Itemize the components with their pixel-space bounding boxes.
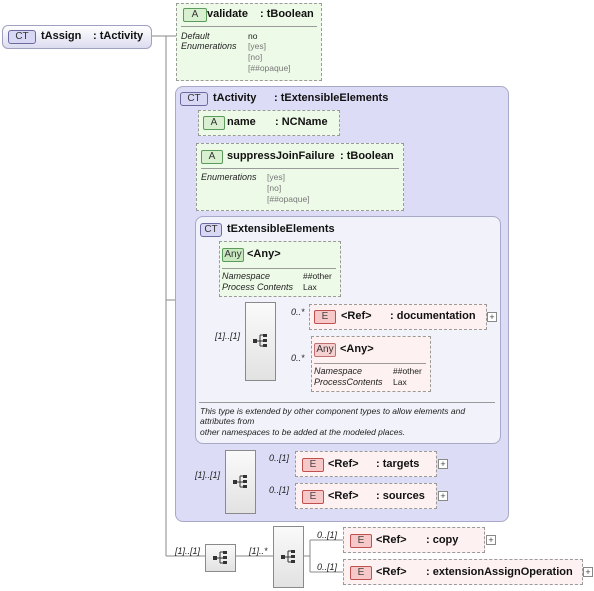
element-multiplicity: 0..[1] xyxy=(269,453,290,463)
element-name: : sources xyxy=(376,490,425,502)
note-line: This type is extended by other component… xyxy=(200,406,466,426)
enum-value: [no] xyxy=(267,183,282,193)
any-badge: Any xyxy=(314,343,336,357)
enumerations-label: Enumerations xyxy=(201,172,257,182)
any-name: <Any> xyxy=(247,248,281,260)
textensible-name: tExtensibleElements xyxy=(227,223,335,235)
note-separator xyxy=(199,402,495,403)
type-documentation-note: This type is extended by other component… xyxy=(200,406,494,437)
namespace-label: Namespace xyxy=(222,271,271,281)
sequence-compositor[interactable] xyxy=(225,450,256,514)
element-multiplicity: 0..[1] xyxy=(317,562,338,572)
element-multiplicity: 0..* xyxy=(291,307,305,317)
root-type: : tActivity xyxy=(93,30,144,42)
sequence-icon xyxy=(213,551,227,564)
tactivity-name: tActivity xyxy=(213,92,257,104)
separator xyxy=(222,268,336,269)
choice-compositor[interactable] xyxy=(273,526,304,588)
element-badge: E xyxy=(350,566,372,580)
ct-badge: CT xyxy=(200,223,222,237)
attribute-badge: A xyxy=(201,150,223,164)
element-ref: <Ref> xyxy=(341,310,372,322)
any-attribute-wildcard[interactable]: Any <Any> Namespace ##other Process Cont… xyxy=(219,241,341,297)
process-contents-value: Lax xyxy=(393,377,407,387)
suppress-join-failure-attribute[interactable]: A suppressJoinFailure : tBoolean Enumera… xyxy=(196,143,404,211)
choice-icon xyxy=(281,550,295,563)
namespace-value: ##other xyxy=(303,271,332,281)
attribute-type: : tBoolean xyxy=(260,8,314,20)
targets-element[interactable]: E <Ref> : targets xyxy=(295,451,437,477)
sequence-icon xyxy=(253,334,267,347)
sequence-compositor[interactable] xyxy=(205,544,236,572)
any-name: <Any> xyxy=(340,343,374,355)
attribute-badge: A xyxy=(203,116,225,130)
namespace-value: ##other xyxy=(393,366,422,376)
element-ref: <Ref> xyxy=(376,534,407,546)
enum-value: [##opaque] xyxy=(267,194,310,204)
choice-multiplicity: [1]..* xyxy=(249,546,268,556)
documentation-element[interactable]: E <Ref> : documentation xyxy=(309,304,487,330)
enum-value: [##opaque] xyxy=(248,63,291,73)
element-badge: E xyxy=(302,458,324,472)
element-ref: <Ref> xyxy=(328,490,359,502)
process-contents-value: Lax xyxy=(303,282,317,292)
attribute-type: : tBoolean xyxy=(340,150,394,162)
tactivity-type: : tExtensibleElements xyxy=(274,92,389,104)
enumerations-label: Enumerations xyxy=(181,41,237,51)
element-name: : documentation xyxy=(390,310,476,322)
element-badge: E xyxy=(350,534,372,548)
root-node[interactable]: CT tAssign : tActivity xyxy=(2,25,152,49)
expand-icon[interactable]: + xyxy=(487,312,497,322)
root-name: tAssign xyxy=(41,30,82,42)
process-contents-label: Process Contents xyxy=(222,282,294,292)
name-attribute[interactable]: A name : NCName xyxy=(198,110,340,136)
namespace-label: Namespace xyxy=(314,366,363,376)
sequence-multiplicity: [1]..[1] xyxy=(175,546,201,556)
element-multiplicity: 0..* xyxy=(291,353,305,363)
element-name: : targets xyxy=(376,458,420,470)
copy-element[interactable]: E <Ref> : copy xyxy=(343,527,485,553)
element-name: : copy xyxy=(426,534,459,546)
separator xyxy=(314,363,426,364)
element-badge: E xyxy=(302,490,324,504)
element-multiplicity: 0..[1] xyxy=(317,530,338,540)
sequence-icon xyxy=(233,475,247,488)
element-multiplicity: 0..[1] xyxy=(269,485,290,495)
default-value: no xyxy=(248,31,258,41)
separator xyxy=(181,26,317,27)
attribute-name: suppressJoinFailure xyxy=(227,150,335,162)
attribute-type: : NCName xyxy=(275,116,328,128)
attribute-name: validate xyxy=(207,8,248,20)
default-label: Default xyxy=(181,31,210,41)
sources-element[interactable]: E <Ref> : sources xyxy=(295,483,437,509)
separator xyxy=(201,168,399,169)
enum-value: [yes] xyxy=(267,172,285,182)
element-name: : extensionAssignOperation xyxy=(426,566,573,578)
element-ref: <Ref> xyxy=(376,566,407,578)
expand-icon[interactable]: + xyxy=(438,459,448,469)
validate-attribute[interactable]: A validate : tBoolean Default no Enumera… xyxy=(176,3,322,81)
sequence-multiplicity: [1]..[1] xyxy=(195,470,221,480)
expand-icon[interactable]: + xyxy=(583,567,593,577)
extension-assign-operation-element[interactable]: E <Ref> : extensionAssignOperation xyxy=(343,559,583,585)
ct-badge: CT xyxy=(8,30,36,44)
sequence-multiplicity: [1]..[1] xyxy=(215,331,241,341)
enum-value: [yes] xyxy=(248,41,266,51)
attribute-name: name xyxy=(227,116,256,128)
ct-badge: CT xyxy=(180,92,208,106)
enum-value: [no] xyxy=(248,52,263,62)
any-badge: Any xyxy=(222,248,244,262)
any-element-wildcard[interactable]: Any <Any> Namespace ##other ProcessConte… xyxy=(311,336,431,392)
sequence-compositor[interactable] xyxy=(245,302,276,381)
expand-icon[interactable]: + xyxy=(486,535,496,545)
element-ref: <Ref> xyxy=(328,458,359,470)
process-contents-label: ProcessContents xyxy=(314,377,383,387)
expand-icon[interactable]: + xyxy=(438,491,448,501)
element-badge: E xyxy=(314,310,336,324)
note-line: other namespaces to be added at the mode… xyxy=(200,427,406,437)
attribute-badge: A xyxy=(183,8,207,22)
